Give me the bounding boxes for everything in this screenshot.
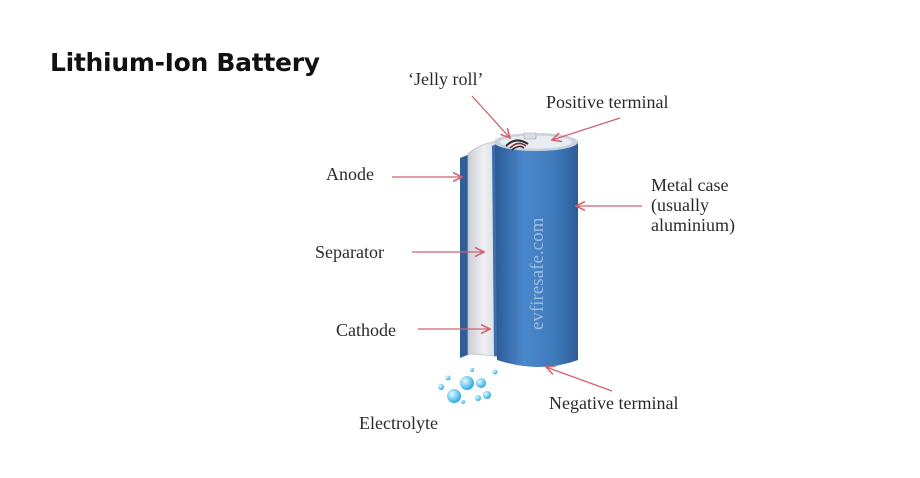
label-electrolyte: Electrolyte: [359, 413, 438, 433]
arrow-positive-terminal: [552, 117, 621, 140]
label-metal-case-line1: Metal case: [651, 175, 729, 195]
arrow-negative-terminal: [546, 367, 613, 392]
positive-terminal-cap: [523, 132, 537, 140]
jelly-roll-icon: [505, 139, 529, 151]
label-positive-terminal: Positive terminal: [546, 92, 669, 112]
electrolyte-droplets: [438, 368, 498, 404]
pointer-arrows: [392, 95, 642, 392]
anode-layer: [460, 154, 470, 358]
label-separator: Separator: [315, 242, 384, 262]
label-cathode: Cathode: [336, 320, 396, 340]
watermark: evfiresafe.com: [527, 217, 548, 330]
diagram-title: Lithium-Ion Battery: [50, 48, 320, 77]
label-jelly-roll: ‘Jelly roll’: [408, 69, 484, 89]
arrow-jelly-roll: [471, 95, 510, 138]
label-metal-case-line2: (usually: [651, 195, 709, 215]
label-negative-terminal: Negative terminal: [549, 393, 679, 413]
label-anode: Anode: [326, 164, 374, 184]
label-metal-case-line3: aluminium): [651, 215, 735, 235]
metal-case: [494, 132, 578, 367]
